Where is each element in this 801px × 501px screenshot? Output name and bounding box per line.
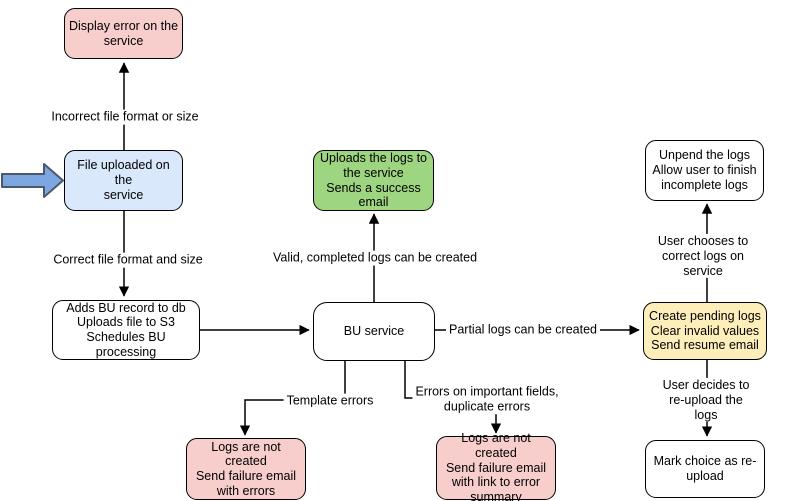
edge-label-valid-logs: Valid, completed logs can be created xyxy=(269,250,481,266)
node-mark-choice-reupload: Mark choice as re- upload xyxy=(645,440,765,498)
edge-label-partial-logs: Partial logs can be created xyxy=(445,322,601,338)
entry-arrow-icon xyxy=(1,163,64,198)
node-unpend-logs: Unpend the logs Allow user to finish inc… xyxy=(645,140,764,201)
edge-label-template-errors: Template errors xyxy=(283,393,377,409)
node-adds-bu-record: Adds BU record to db Uploads file to S3 … xyxy=(52,300,200,360)
edge-label-user-chooses: User chooses to correct logs on service xyxy=(654,233,752,279)
node-create-pending-logs: Create pending logs Clear invalid values… xyxy=(643,302,767,360)
node-uploads-logs: Uploads the logs to the service Sends a … xyxy=(313,150,434,211)
node-file-uploaded: File uploaded on the service xyxy=(64,150,183,211)
node-bu-service: BU service xyxy=(313,302,435,361)
node-logs-not-created-errors: Logs are not created Send failure email … xyxy=(186,438,306,500)
edge-label-incorrect-format: Incorrect file format or size xyxy=(48,109,202,125)
edge-label-important-fields: Errors on important fields, duplicate er… xyxy=(412,384,562,414)
node-display-error: Display error on the service xyxy=(64,8,183,59)
node-logs-not-created-summary: Logs are not created Send failure email … xyxy=(436,431,556,501)
edge-label-user-decides: User decides to re-upload the logs xyxy=(658,377,754,423)
edge-label-correct-format: Correct file format and size xyxy=(50,252,206,268)
